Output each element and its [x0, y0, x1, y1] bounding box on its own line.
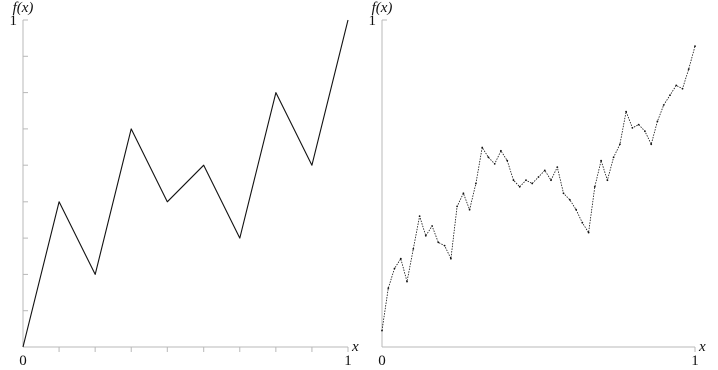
chart-2-series-point-32	[581, 221, 584, 224]
chart-2-series-point-24	[531, 182, 534, 185]
chart-1-y-tick-label-0: 1	[10, 13, 18, 29]
chart-2-series-point-26	[543, 169, 546, 172]
chart-2-series-point-22	[518, 185, 521, 188]
chart-1-series-line-0	[22, 19, 349, 348]
chart-2-series-point-33	[587, 231, 590, 234]
chart-2-x-tick-label-1: 1	[691, 353, 699, 369]
chart-2-series-point-49	[687, 68, 690, 70]
chart-2-series-point-43	[650, 143, 653, 146]
chart-2-series-point-5	[412, 248, 415, 250]
chart-2-series-point-12	[456, 205, 458, 208]
chart-2-series-point-25	[537, 176, 540, 178]
chart-2-series-point-2	[393, 267, 396, 270]
chart-2-series-point-36	[606, 179, 609, 182]
chart-2-series-point-47	[675, 84, 678, 87]
chart-2-series-point-1	[387, 287, 390, 289]
chart-2-series-point-4	[406, 280, 408, 283]
chart-2-series-point-7	[424, 234, 427, 237]
chart-2-series-point-23	[525, 179, 527, 182]
chart-1-x-tick-label-0: 0	[19, 353, 27, 369]
chart-1-x-tick-label-1: 1	[344, 353, 352, 369]
chart-2-series-point-41	[637, 123, 640, 126]
chart-2-series-line-0	[381, 46, 696, 331]
chart-2-series-point-29	[562, 192, 565, 195]
chart-2-series-point-10	[443, 244, 446, 247]
chart-2-series-point-44	[656, 120, 659, 123]
chart-2-series-point-20	[506, 159, 509, 162]
chart-2-series-point-28	[556, 166, 559, 169]
chart-2-series-point-11	[450, 257, 452, 260]
chart-2-series-point-40	[631, 127, 634, 129]
chart-2-series-point-17	[487, 156, 490, 159]
chart-2-series-point-0	[381, 329, 383, 332]
chart-2-series-point-50	[694, 45, 696, 48]
chart-2-series-point-34	[593, 185, 596, 188]
chart-2-series-point-45	[662, 104, 665, 106]
chart-2-series-point-46	[669, 94, 671, 97]
chart-2-series-point-39	[625, 110, 627, 113]
chart-2-series-point-9	[437, 241, 440, 244]
chart-2-series-point-18	[493, 163, 496, 165]
chart-2-series-point-37	[612, 156, 615, 159]
chart-2-series-point-30	[568, 198, 571, 201]
chart-2-series-point-16	[481, 146, 484, 149]
chart-2-series-point-19	[500, 149, 502, 152]
chart-2-series-point-38	[619, 143, 621, 146]
chart-2-series-point-48	[681, 87, 684, 90]
chart-2-series-point-42	[644, 130, 646, 133]
chart-2-y-tick-label-0: 1	[369, 13, 377, 29]
chart-2-series-point-35	[600, 159, 602, 162]
chart-1-y-axis-label: f(x)	[13, 0, 34, 16]
chart-2-series-point-13	[462, 192, 465, 195]
chart-2-series-point-15	[475, 182, 477, 185]
chart-2-x-tick-label-0: 0	[378, 353, 386, 369]
chart-2-series-point-8	[431, 225, 433, 227]
chart-2-series-point-6	[418, 215, 421, 218]
chart-2-y-axis-label: f(x)	[372, 0, 393, 16]
chart-2-series-point-27	[550, 179, 552, 182]
chart-2-series-point-21	[512, 179, 515, 182]
chart-2-series-point-3	[399, 257, 402, 260]
chart-2-x-axis-label: x	[698, 339, 706, 355]
chart-1-x-axis-label: x	[351, 339, 359, 355]
chart-2-series-point-14	[468, 208, 471, 211]
chart-2-series-point-31	[575, 208, 577, 211]
